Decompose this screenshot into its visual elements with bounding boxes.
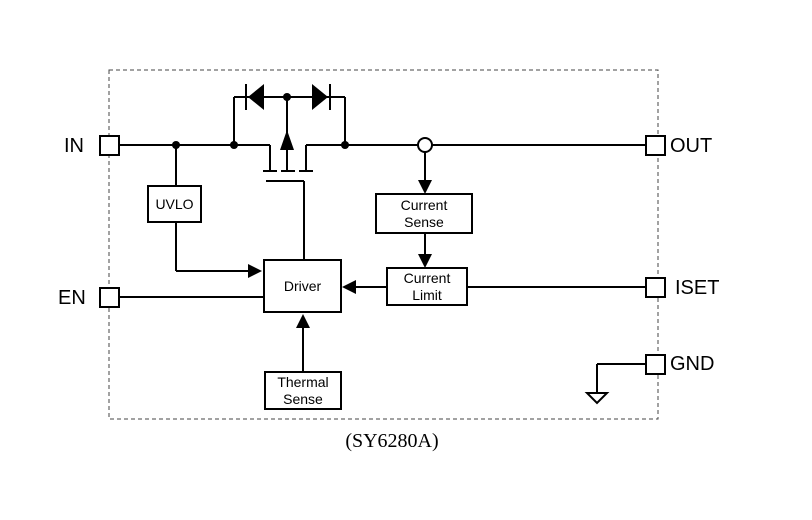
current-sense-label-line1: Current bbox=[401, 197, 448, 213]
wiring bbox=[120, 96, 645, 393]
diode-left bbox=[245, 84, 264, 110]
diagram-caption: (SY6280A) bbox=[345, 430, 438, 452]
pin-gnd-label: GND bbox=[670, 353, 714, 375]
pin-iset-label: ISET bbox=[675, 277, 719, 299]
thermal-sense-block: Thermal Sense bbox=[264, 371, 342, 410]
pin-in-label: IN bbox=[64, 135, 84, 157]
mosfet-body-arrow bbox=[280, 130, 294, 150]
current-sense-label-line2: Sense bbox=[404, 214, 444, 230]
pin-in-square bbox=[99, 135, 120, 156]
pin-gnd-square bbox=[645, 354, 666, 375]
junction-dot bbox=[172, 141, 180, 149]
arrow-limit-to-driver bbox=[342, 280, 356, 294]
thermal-sense-label-line2: Sense bbox=[283, 391, 323, 407]
arrow-sense-to-limit bbox=[418, 254, 432, 268]
junction-dots bbox=[172, 93, 349, 149]
pin-out-label: OUT bbox=[670, 135, 712, 157]
current-limit-label-line1: Current bbox=[404, 270, 451, 286]
uvlo-block: UVLO bbox=[147, 185, 202, 223]
chip-boundary bbox=[108, 69, 659, 420]
pin-en-label: EN bbox=[58, 287, 86, 309]
uvlo-label: UVLO bbox=[155, 196, 193, 212]
junction-dot bbox=[341, 141, 349, 149]
driver-block: Driver bbox=[263, 259, 342, 313]
arrow-out-to-current-sense bbox=[418, 180, 432, 194]
current-limit-label-line2: Limit bbox=[412, 287, 442, 303]
current-sense-tap bbox=[417, 137, 433, 153]
pin-iset-square bbox=[645, 277, 666, 298]
junction-dot bbox=[283, 93, 291, 101]
current-sense-block: Current Sense bbox=[375, 193, 473, 234]
pin-en-square bbox=[99, 287, 120, 308]
driver-label: Driver bbox=[284, 278, 322, 294]
arrow-uvlo-to-driver bbox=[248, 264, 262, 278]
diode-right bbox=[312, 84, 331, 110]
junction-dot bbox=[230, 141, 238, 149]
current-limit-block: Current Limit bbox=[386, 267, 468, 306]
pin-out-square bbox=[645, 135, 666, 156]
thermal-sense-label-line1: Thermal bbox=[277, 374, 328, 390]
ground-symbol bbox=[584, 392, 610, 405]
arrow-thermal-to-driver bbox=[296, 314, 310, 328]
